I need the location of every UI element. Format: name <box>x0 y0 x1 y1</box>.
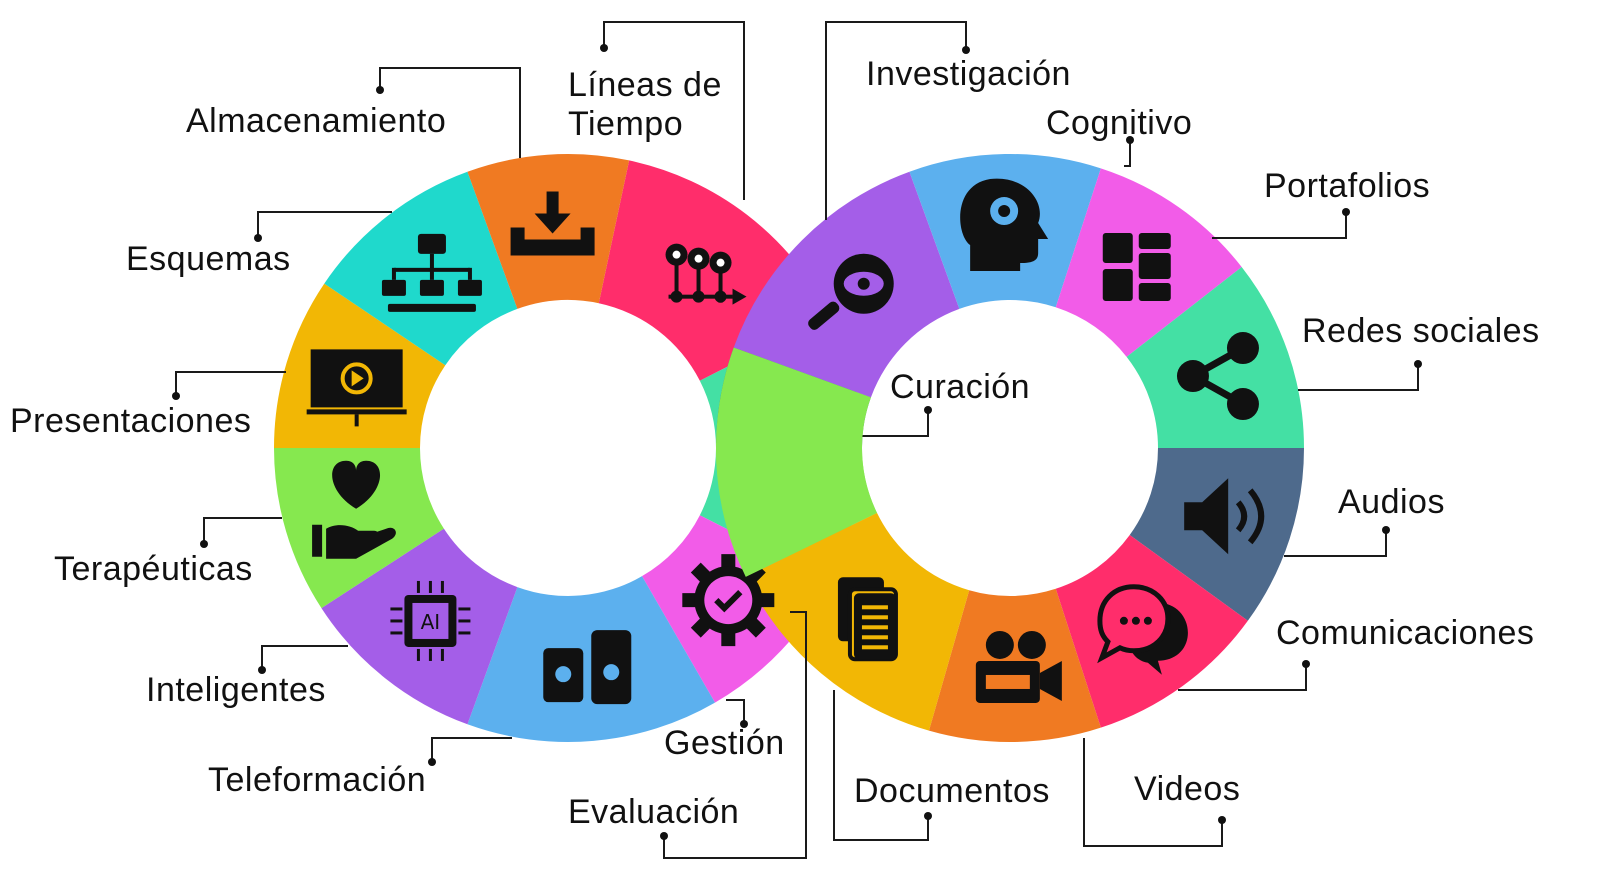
leader-line-esquemas <box>257 211 392 238</box>
presentation-screen-icon <box>306 349 407 427</box>
label-teleformacion: Teleformación <box>208 761 426 799</box>
label-inteligentes: Inteligentes <box>146 671 326 709</box>
label-comunicaciones: Comunicaciones <box>1276 614 1534 652</box>
leader-line-investigacion <box>825 21 967 220</box>
leader-line-documentos <box>833 690 929 841</box>
leader-dot-cognitivo <box>1126 136 1134 144</box>
label-audios: Audios <box>1338 483 1445 521</box>
leader-line-terapeuticas <box>203 517 282 544</box>
leader-dot-inteligentes <box>258 666 266 674</box>
leader-line-cognitivo <box>1124 140 1131 167</box>
leader-line-gestion <box>726 699 745 724</box>
leader-line-curacion <box>862 410 929 437</box>
speaker-icon <box>1184 478 1265 555</box>
video-camera-icon <box>975 630 1062 703</box>
leader-dot-portafolios <box>1342 208 1350 216</box>
share-icon <box>1176 332 1259 421</box>
label-gestion: Gestión <box>664 724 785 762</box>
leader-line-almacenamiento <box>379 67 521 158</box>
leader-dot-esquemas <box>254 234 262 242</box>
label-curacion: Curación <box>890 368 1030 406</box>
leader-line-inteligentes <box>261 645 348 670</box>
leader-dot-redes-sociales <box>1414 360 1422 368</box>
label-videos: Videos <box>1134 770 1240 808</box>
flowchart-icon <box>381 233 482 312</box>
segment-redes-sociales <box>1126 266 1304 448</box>
heart-hand-icon <box>312 460 396 559</box>
magnifier-eye-icon <box>808 253 894 330</box>
leader-dot-almacenamiento <box>376 86 384 94</box>
segment-terapeuticas <box>274 448 444 609</box>
timeline-pins-icon <box>665 243 747 305</box>
label-redes-sociales: Redes sociales <box>1302 312 1540 350</box>
leader-line-evaluacion <box>663 611 807 859</box>
leader-dot-documentos <box>924 812 932 820</box>
leader-dot-investigacion <box>962 46 970 54</box>
label-esquemas: Esquemas <box>126 240 291 278</box>
svg-text:AI: AI <box>421 610 441 634</box>
documents-icon <box>837 577 898 662</box>
label-terapeuticas: Terapéuticas <box>54 550 253 588</box>
label-portafolios: Portafolios <box>1264 167 1430 205</box>
leader-dot-audios <box>1382 526 1390 534</box>
leader-line-audios <box>1284 530 1387 557</box>
leader-lines <box>172 21 1422 859</box>
leader-dot-comunicaciones <box>1302 660 1310 668</box>
download-tray-icon <box>510 191 595 256</box>
leader-dot-lineas-de-tiempo <box>600 44 608 52</box>
segment-teleformacion <box>467 576 715 743</box>
leader-line-teleformacion <box>431 737 512 762</box>
grid-tiles-icon <box>1102 232 1171 301</box>
segment-curacion-overlay <box>715 347 877 577</box>
leader-dot-gestion <box>740 720 748 728</box>
label-investigacion: Investigación <box>866 55 1071 93</box>
head-gear-icon <box>960 178 1049 272</box>
leader-dot-presentaciones <box>172 392 180 400</box>
leader-dot-teleformacion <box>428 758 436 766</box>
label-lineas-de-tiempo-line1: Líneas de <box>568 66 722 104</box>
leader-dot-videos <box>1218 816 1226 824</box>
label-lineas-de-tiempo-line2: Tiempo <box>568 105 683 143</box>
label-evaluacion: Evaluación <box>568 793 739 831</box>
leader-dot-evaluacion <box>660 832 668 840</box>
label-cognitivo: Cognitivo <box>1046 104 1192 142</box>
label-almacenamiento: Almacenamiento <box>186 102 446 140</box>
leader-line-redes-sociales <box>1298 364 1419 391</box>
ai-chip-icon: AI <box>390 580 471 661</box>
leader-dot-terapeuticas <box>200 540 208 548</box>
chat-bubbles-icon <box>1097 584 1188 675</box>
leader-line-lineas-de-tiempo <box>603 21 745 200</box>
segment-almacenamiento <box>467 154 630 309</box>
label-presentaciones: Presentaciones <box>10 402 251 440</box>
leader-line-comunicaciones <box>1178 664 1307 691</box>
leader-line-videos <box>1083 738 1223 847</box>
leader-line-portafolios <box>1212 212 1347 239</box>
devices-icon <box>543 630 632 705</box>
label-documentos: Documentos <box>854 772 1050 810</box>
leader-line-presentaciones <box>175 371 286 396</box>
leader-dot-curacion <box>924 406 932 414</box>
